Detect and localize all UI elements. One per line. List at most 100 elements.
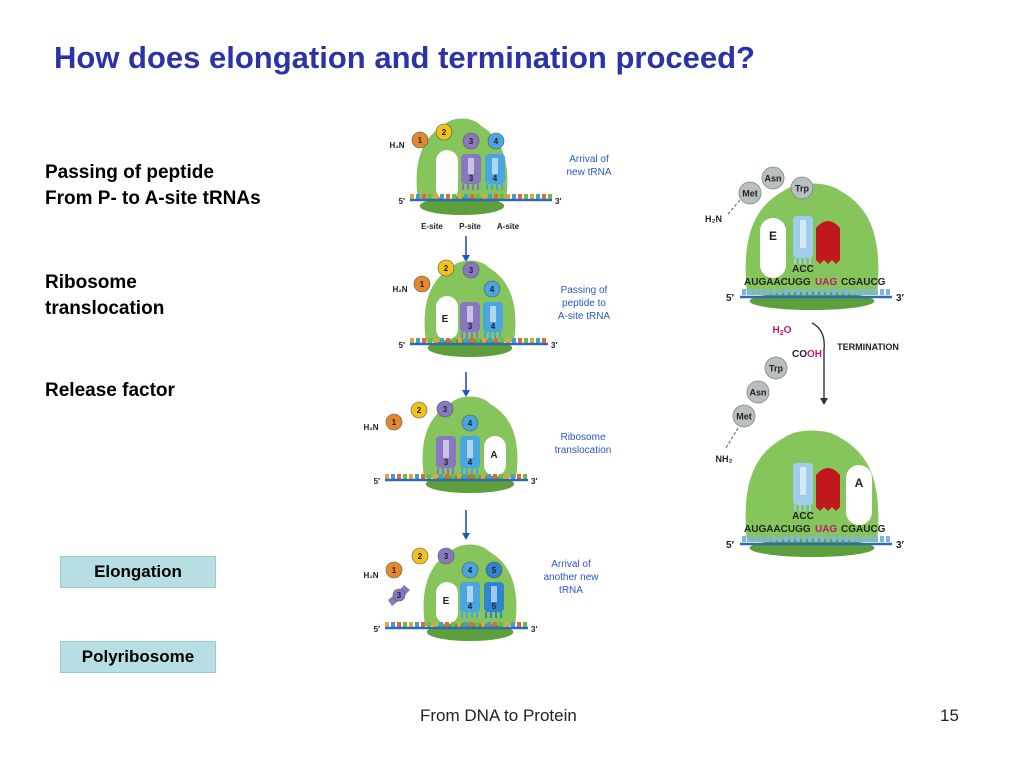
term-bottom-mrna-right: CGAUCG bbox=[841, 524, 886, 535]
term-top-mrna-base bbox=[832, 289, 836, 295]
p1-site-a: A-site bbox=[497, 222, 520, 231]
p4-aa2-label: 2 bbox=[418, 552, 423, 561]
p2-trna-a-label: 4 bbox=[491, 322, 496, 331]
p4-aa4 bbox=[461, 561, 479, 579]
polyribosome-button[interactable]: Polyribosome bbox=[60, 641, 216, 673]
term-arrow-head bbox=[820, 398, 828, 405]
term-top-link bbox=[727, 199, 741, 215]
term-nh2: NH₂ bbox=[716, 454, 733, 464]
p1-aa2 bbox=[435, 123, 453, 141]
arrow-2-3-head bbox=[462, 390, 470, 397]
term-free-asn-label: Asn bbox=[749, 388, 766, 398]
p4-released-anticodon-label: 3 bbox=[397, 591, 402, 600]
term-bottom-five-prime: 5′ bbox=[726, 540, 735, 551]
p3-mrna-base bbox=[505, 474, 509, 480]
term-free-asn bbox=[746, 380, 770, 404]
p4-mrna-base bbox=[517, 622, 521, 628]
term-top-trp-label: Trp bbox=[795, 184, 810, 194]
p1-mrna-base bbox=[464, 194, 468, 200]
term-bottom-mrna-base bbox=[844, 536, 848, 542]
term-bottom-mrna-base bbox=[784, 536, 788, 542]
p3-mrna-base bbox=[493, 474, 497, 480]
p3-mrna-base bbox=[463, 474, 467, 480]
elongation-button[interactable]: Elongation bbox=[60, 556, 216, 588]
term-top-site-label: E bbox=[769, 229, 777, 243]
term-bottom-stop-codon: UAG bbox=[815, 524, 837, 535]
p3-caption-2: translocation bbox=[555, 445, 612, 456]
term-bottom-mrna-base bbox=[802, 536, 806, 542]
p2-mrna-base bbox=[434, 338, 438, 344]
p2-h2n: H₂N bbox=[392, 285, 407, 294]
p2-aa4-label: 4 bbox=[490, 285, 495, 294]
term-top-mrna-base bbox=[790, 289, 794, 295]
term-top-mrna-base bbox=[886, 289, 890, 295]
term-bottom-mrna-base bbox=[826, 536, 830, 542]
p1-aa1-label: 1 bbox=[418, 136, 423, 145]
p2-caption-1: Passing of bbox=[561, 285, 608, 296]
term-top-mrna-base bbox=[856, 289, 860, 295]
term-free-met-label: Met bbox=[736, 412, 752, 422]
p1-mrna-base bbox=[542, 194, 546, 200]
p4-trna-p-stem bbox=[467, 586, 473, 602]
p3-mrna-base bbox=[499, 474, 503, 480]
term-top-five-prime: 5′ bbox=[726, 293, 735, 304]
p1-mrna-five-prime: 5′ bbox=[399, 197, 405, 206]
p4-mrna-base bbox=[445, 622, 449, 628]
term-top-mrna-base bbox=[778, 289, 782, 295]
term-bottom-release-factor bbox=[816, 468, 840, 511]
p1-mrna-base bbox=[416, 194, 420, 200]
term-top-mrna-base bbox=[754, 289, 758, 295]
term-top-mrna-right: CGAUCG bbox=[841, 277, 886, 288]
p3-mrna-base bbox=[481, 474, 485, 480]
p1-mrna-base bbox=[410, 194, 414, 200]
p1-e-slot bbox=[436, 150, 458, 200]
footer-title: From DNA to Protein bbox=[420, 706, 577, 725]
p2-mrna-three-prime: 3′ bbox=[551, 341, 557, 350]
p1-trna-p-stem bbox=[468, 158, 474, 174]
p1-mrna-base bbox=[548, 194, 552, 200]
term-free-trp bbox=[764, 356, 788, 380]
term-bottom-mrna-base bbox=[748, 536, 752, 542]
term-bottom-mrna-base bbox=[796, 536, 800, 542]
p2-aa3 bbox=[462, 261, 480, 279]
p2-aa2 bbox=[437, 259, 455, 277]
term-top-mrna-base bbox=[766, 289, 770, 295]
p1-h2n: H₂N bbox=[389, 141, 404, 150]
p2-mrna-base bbox=[518, 338, 522, 344]
label-release-factor: Release factor bbox=[45, 378, 175, 404]
p4-mrna-base bbox=[523, 622, 527, 628]
term-top-mrna-base bbox=[880, 289, 884, 295]
p4-h2n: H₂N bbox=[363, 571, 378, 580]
slide-title: How does elongation and termination proc… bbox=[54, 40, 755, 75]
p1-caption-2: new tRNA bbox=[566, 167, 611, 178]
p2-mrna-base bbox=[506, 338, 510, 344]
p1-mrna-base bbox=[476, 194, 480, 200]
p3-mrna-base bbox=[421, 474, 425, 480]
p4-mrna-five-prime: 5′ bbox=[374, 625, 380, 634]
p1-aa3-label: 3 bbox=[469, 137, 474, 146]
term-top-mrna-base bbox=[868, 289, 872, 295]
p4-mrna-base bbox=[463, 622, 467, 628]
p1-mrna-base bbox=[446, 194, 450, 200]
label-ribosome-translocation: Ribosome translocation bbox=[45, 270, 164, 322]
p3-mrna-base bbox=[409, 474, 413, 480]
term-bottom-mrna-base bbox=[874, 536, 878, 542]
term-bottom-site-slot bbox=[846, 465, 872, 525]
p2-mrna-five-prime: 5′ bbox=[399, 341, 405, 350]
p3-mrna-base bbox=[517, 474, 521, 480]
term-top-trna-stem bbox=[800, 220, 806, 248]
term-top-met bbox=[738, 181, 762, 205]
p4-mrna-base bbox=[457, 622, 461, 628]
p3-trna-e-label: 3 bbox=[444, 458, 449, 467]
p3-aa4 bbox=[461, 414, 479, 432]
term-top-mrna-base bbox=[796, 289, 800, 295]
p1-aa2-label: 2 bbox=[442, 128, 447, 137]
p1-trna-p-label: 3 bbox=[469, 174, 474, 183]
p3-mrna-base bbox=[475, 474, 479, 480]
p3-mrna-base bbox=[391, 474, 395, 480]
label-passing-peptide: Passing of peptide From P- to A-site tRN… bbox=[45, 160, 261, 212]
term-arrow bbox=[811, 322, 825, 398]
term-bottom-mrna-base bbox=[808, 536, 812, 542]
p2-mrna-base bbox=[452, 338, 456, 344]
